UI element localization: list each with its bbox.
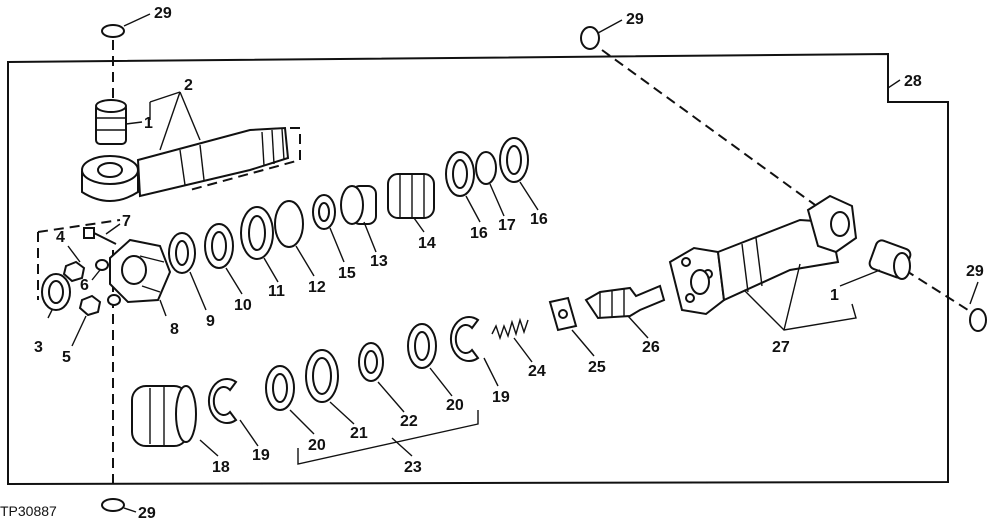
callout-19-left: 19	[252, 447, 270, 464]
piston-13	[340, 185, 377, 225]
ring-20-right	[407, 323, 437, 369]
seal-kit-dashed-bracket	[37, 219, 121, 300]
callout-11: 11	[268, 283, 285, 300]
callout-14: 14	[418, 235, 436, 252]
callout-9: 9	[206, 313, 215, 330]
rod-assembly-bracket	[189, 127, 301, 191]
seal-9	[168, 232, 196, 274]
ring-11	[240, 206, 274, 260]
callout-19-right: 19	[492, 389, 510, 406]
cap-screw-5	[78, 294, 102, 317]
ring-22	[358, 342, 384, 382]
callout-1-right: 1	[830, 287, 839, 304]
callout-29-upper-right: 29	[626, 11, 644, 28]
gland-8	[109, 238, 172, 304]
figure-code: TP30887	[0, 503, 57, 519]
retaining-ring-19-left	[207, 378, 238, 424]
nut-6	[62, 260, 86, 283]
callout-13: 13	[370, 253, 388, 270]
bushing-1-top	[95, 99, 127, 145]
callout-20-left: 20	[308, 437, 326, 454]
callout-16-left: 16	[470, 225, 488, 242]
callout-29-right: 29	[966, 263, 984, 280]
callout-28: 28	[904, 73, 922, 90]
callout-29-top: 29	[154, 5, 172, 22]
callout-26: 26	[642, 339, 660, 356]
callout-5: 5	[62, 349, 71, 366]
callout-29-bottom: 29	[138, 505, 156, 519]
callout-3: 3	[34, 339, 43, 356]
callout-8: 8	[170, 321, 179, 338]
back-up-ring-16-left	[445, 151, 475, 197]
o-ring-12	[274, 200, 304, 248]
washer-4	[95, 259, 109, 271]
seal-15	[312, 194, 336, 230]
washer-5	[107, 294, 121, 306]
spring-24	[491, 317, 529, 341]
callout-20-right: 20	[446, 397, 464, 414]
leader-lines	[47, 13, 979, 513]
piston-18	[131, 385, 197, 447]
callout-1-top: 1	[144, 115, 153, 132]
bushing-1-right	[868, 239, 912, 280]
o-ring-29-right	[969, 308, 987, 332]
ring-20-left	[265, 365, 295, 411]
o-ring-29-bottom	[101, 498, 125, 512]
callout-15: 15	[338, 265, 356, 282]
callout-2: 2	[184, 77, 193, 94]
cap-screw-7	[83, 227, 117, 245]
o-ring-17	[475, 151, 497, 185]
callout-6: 6	[80, 277, 89, 294]
callout-12: 12	[308, 279, 326, 296]
callout-4: 4	[56, 229, 65, 246]
o-ring-29-upper-right	[580, 26, 600, 50]
ring-21	[305, 349, 339, 403]
callout-21: 21	[350, 425, 368, 442]
callout-25: 25	[588, 359, 606, 376]
retaining-ring-19-right	[449, 316, 480, 362]
callout-16-right: 16	[530, 211, 548, 228]
rod-assembly-2	[81, 126, 290, 202]
callout-23: 23	[404, 459, 422, 476]
kit-boundary-28	[7, 52, 949, 486]
valve-26	[584, 284, 666, 320]
back-up-ring-16-right	[499, 137, 529, 183]
plate-25	[548, 296, 578, 332]
o-ring-29-top	[101, 24, 125, 38]
ring-10	[204, 223, 234, 269]
callout-24: 24	[528, 363, 546, 380]
callout-7: 7	[122, 213, 131, 230]
callout-17: 17	[498, 217, 516, 234]
piston-seal-14	[387, 173, 435, 219]
dashed-axis-diagonal	[601, 49, 823, 211]
callout-10: 10	[234, 297, 252, 314]
callout-18: 18	[212, 459, 230, 476]
callout-27: 27	[772, 339, 790, 356]
callout-22: 22	[400, 413, 418, 430]
dashed-axis-right	[904, 269, 969, 311]
wiper-3	[41, 273, 71, 311]
cylinder-barrel-27	[668, 194, 858, 316]
